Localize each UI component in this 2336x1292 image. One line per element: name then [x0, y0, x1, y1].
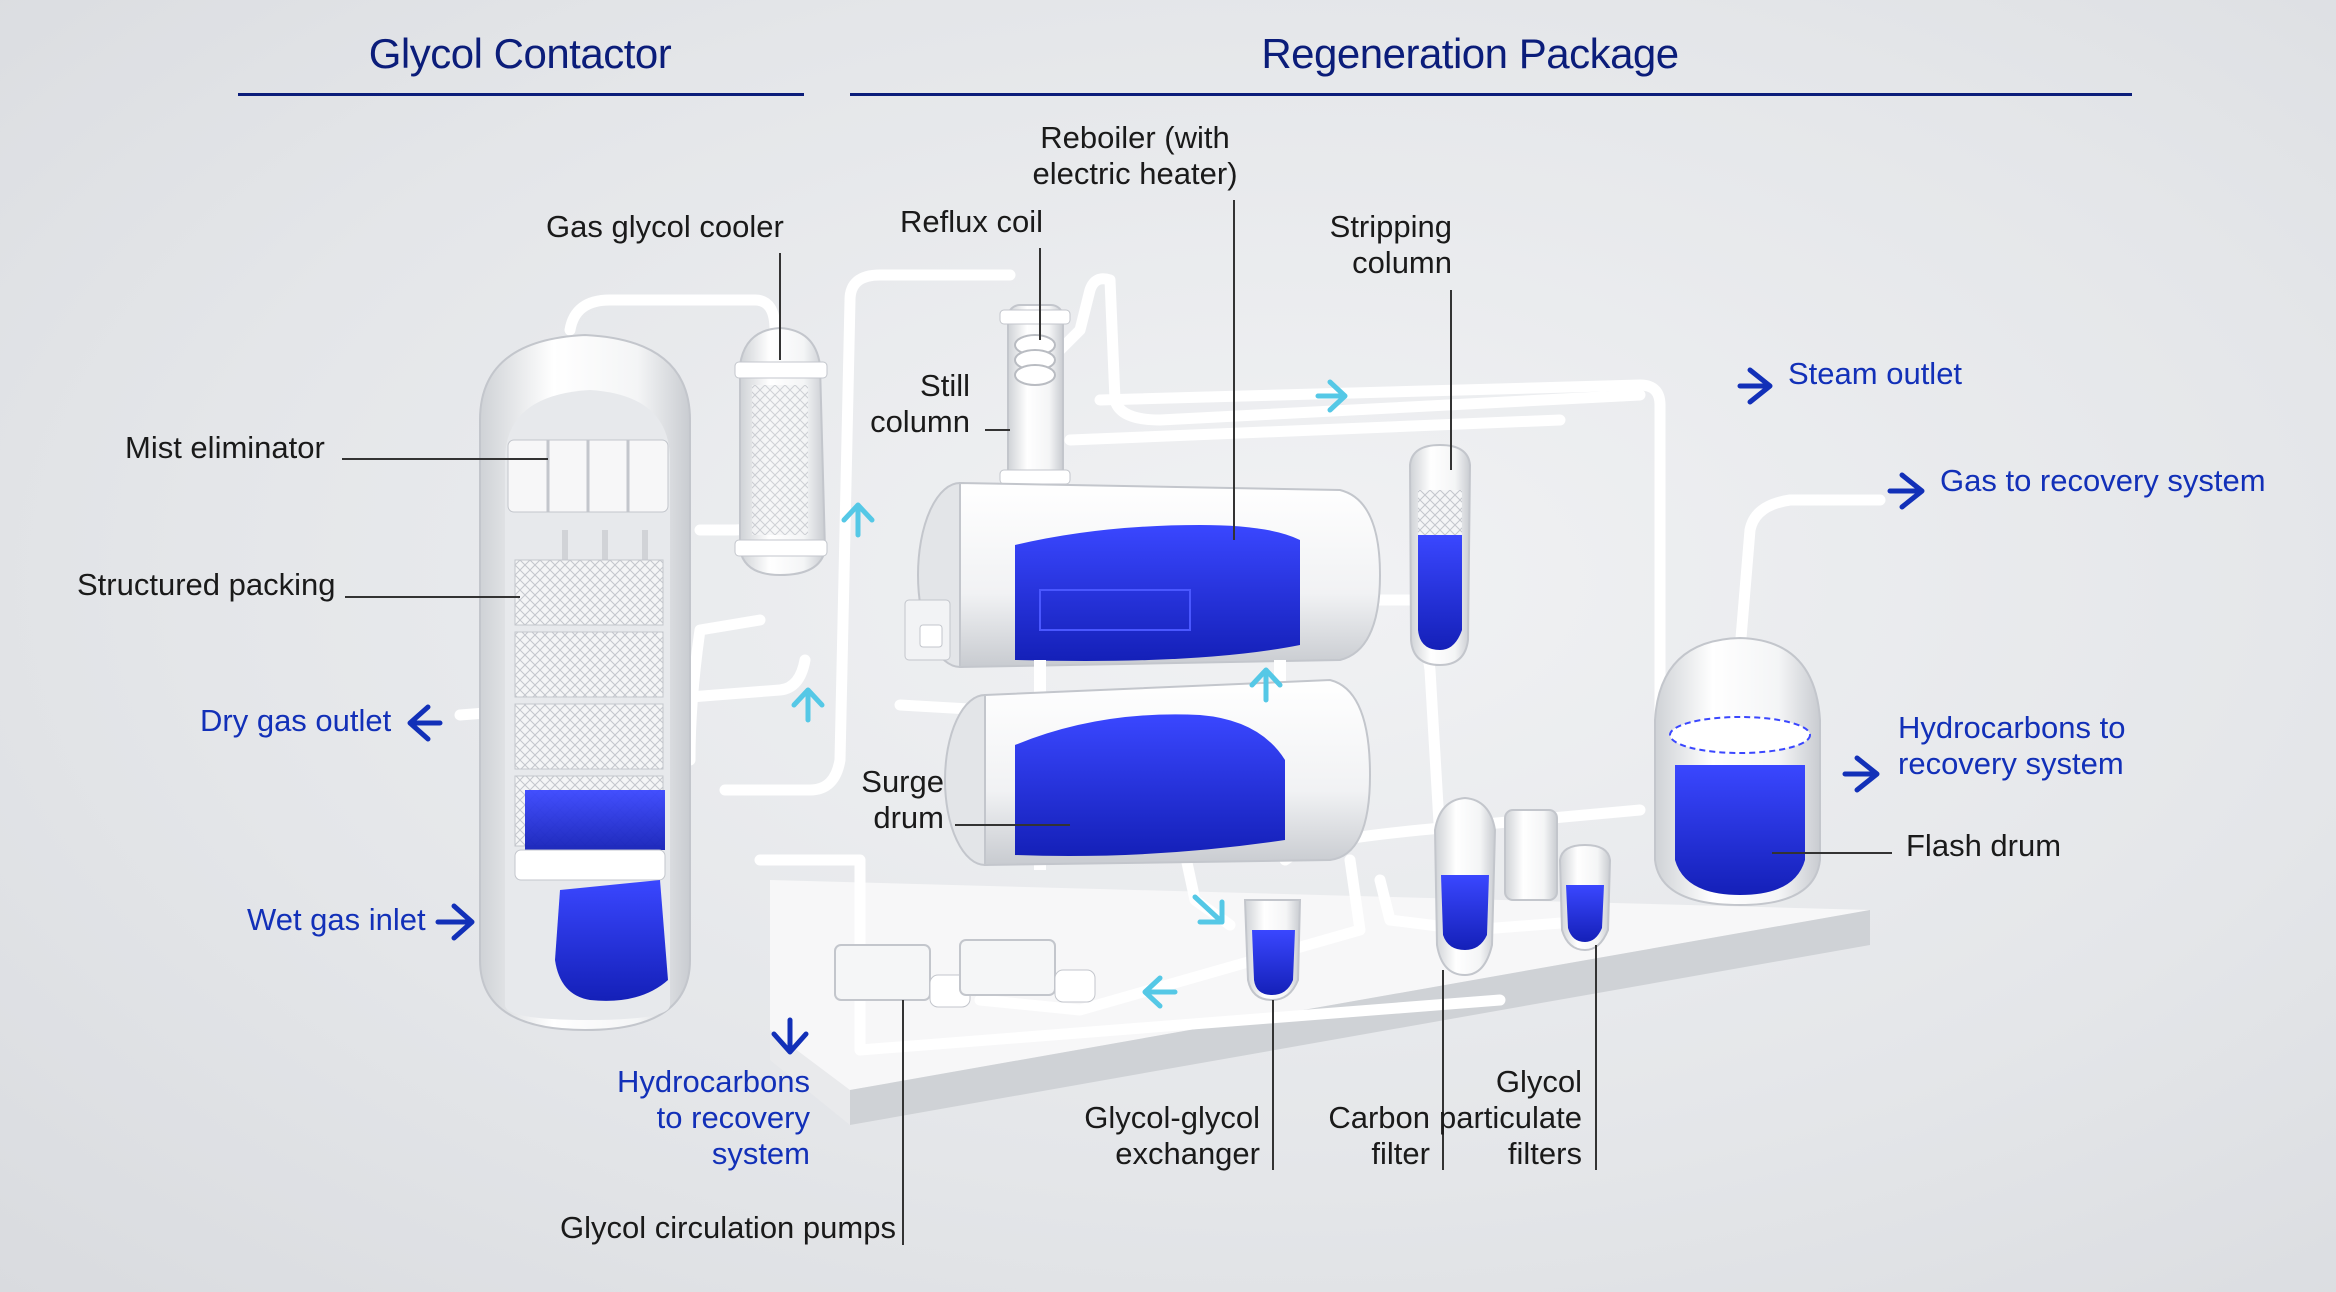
wet-gas-inlet-arrow: [435, 903, 475, 941]
internal-arrow-2: [841, 502, 875, 538]
flow-label-hc-bottom-line2: to recovery: [656, 1100, 810, 1135]
particulate-filter-vessels: [1504, 809, 1612, 952]
label-particulate-line2: particulate: [1438, 1100, 1582, 1135]
internal-arrow-4: [1249, 667, 1283, 703]
label-carbon-filter: Carbon filter: [1300, 1100, 1430, 1172]
flow-label-hc-bottom-line3: system: [711, 1136, 810, 1171]
label-particulate-line1: Glycol: [1495, 1064, 1582, 1099]
label-stripping-column: Stripping column: [1290, 209, 1452, 281]
label-glycol-circulation-pumps: Glycol circulation pumps: [560, 1210, 896, 1245]
header-underline-contactor: [238, 93, 804, 96]
flow-label-hc-right-line2: recovery system: [1898, 746, 2124, 781]
label-still-column: Still column: [840, 368, 970, 440]
label-carbon-line2: filter: [1371, 1136, 1430, 1171]
flow-label-hc-recovery-bottom: Hydrocarbons to recovery system: [580, 1064, 810, 1172]
flow-label-hc-bottom-line1: Hydrocarbons: [617, 1064, 810, 1099]
label-structured-packing: Structured packing: [77, 567, 336, 602]
label-still-line1: Still: [920, 368, 970, 403]
flow-arrows: [407, 367, 1925, 1055]
label-surge-drum: Surge drum: [830, 764, 944, 836]
label-surge-line1: Surge: [861, 764, 944, 799]
contactor-glycol-sump: [555, 880, 668, 1001]
hc-recovery-bottom-arrow: [771, 1017, 809, 1055]
flow-label-dry-gas-outlet: Dry gas outlet: [200, 703, 392, 738]
header-underline-regeneration: [850, 93, 2132, 96]
label-stripping-line2: column: [1352, 245, 1452, 280]
contactor-glycol-upper: [525, 790, 665, 850]
label-reflux-coil: Reflux coil: [900, 204, 1043, 239]
label-exchanger-line2: exchanger: [1115, 1136, 1260, 1171]
header-regeneration-package: Regeneration Package: [1261, 30, 1679, 77]
internal-arrow-5: [1192, 894, 1225, 925]
steam-outlet-arrow: [1737, 367, 1773, 405]
surge-drum: [944, 660, 1372, 870]
reflux-coil: [1014, 334, 1056, 386]
label-gas-glycol-cooler: Gas glycol cooler: [546, 209, 784, 244]
flow-label-hc-right-line1: Hydrocarbons to: [1898, 710, 2126, 745]
carbon-filter-vessel: [1433, 796, 1497, 977]
leader-lines: [342, 200, 1892, 1245]
label-particulate-line3: filters: [1507, 1136, 1582, 1171]
flow-label-wet-gas-inlet: Wet gas inlet: [247, 902, 426, 937]
label-reboiler: Reboiler (with electric heater): [1030, 120, 1240, 192]
structured-packing: [514, 559, 664, 847]
internal-flow-arrows: [791, 379, 1348, 1009]
label-carbon-line1: Carbon: [1328, 1100, 1430, 1135]
internal-arrow-1: [1315, 379, 1348, 413]
gas-recovery-arrow: [1887, 472, 1925, 510]
internal-arrow-6: [1142, 975, 1178, 1009]
flow-label-gas-to-recovery: Gas to recovery system: [1940, 463, 2266, 498]
flow-label-steam-outlet: Steam outlet: [1788, 356, 1963, 391]
label-still-line2: column: [870, 404, 970, 439]
flash-drum-vessel: [1654, 636, 1821, 907]
label-stripping-line1: Stripping: [1329, 209, 1452, 244]
gas-glycol-cooler: [734, 326, 828, 577]
stripping-column-vessel: [1408, 443, 1472, 667]
label-flash-drum: Flash drum: [1906, 828, 2062, 863]
hc-recovery-right-arrow: [1842, 755, 1880, 793]
reboiler-drum: [904, 481, 1382, 669]
header-glycol-contactor: Glycol Contactor: [368, 30, 672, 77]
flow-label-hc-recovery-right: Hydrocarbons to recovery system: [1898, 710, 2125, 782]
label-reboiler-line1: Reboiler (with: [1040, 120, 1230, 155]
electric-heater-box: [904, 599, 951, 661]
dry-gas-outlet-arrow: [407, 704, 443, 742]
label-particulate-filters: Glycol particulate filters: [1420, 1064, 1582, 1172]
glycol-circulation-pump-units: [834, 939, 1096, 1008]
glycol-contactor-tower: [479, 333, 691, 1032]
label-exchanger-line1: Glycol-glycol: [1084, 1100, 1260, 1135]
label-surge-line2: drum: [873, 800, 944, 835]
label-mist-eliminator: Mist eliminator: [125, 430, 325, 465]
glycol-glycol-exchanger-vessel: [1243, 899, 1302, 1002]
contactor-chimney-tray: [514, 849, 666, 881]
label-reboiler-line2: electric heater): [1032, 156, 1238, 191]
internal-arrow-3: [791, 687, 825, 723]
still-column-vessel: [999, 304, 1071, 511]
label-glycol-glycol-exchanger: Glycol-glycol exchanger: [1050, 1100, 1260, 1172]
